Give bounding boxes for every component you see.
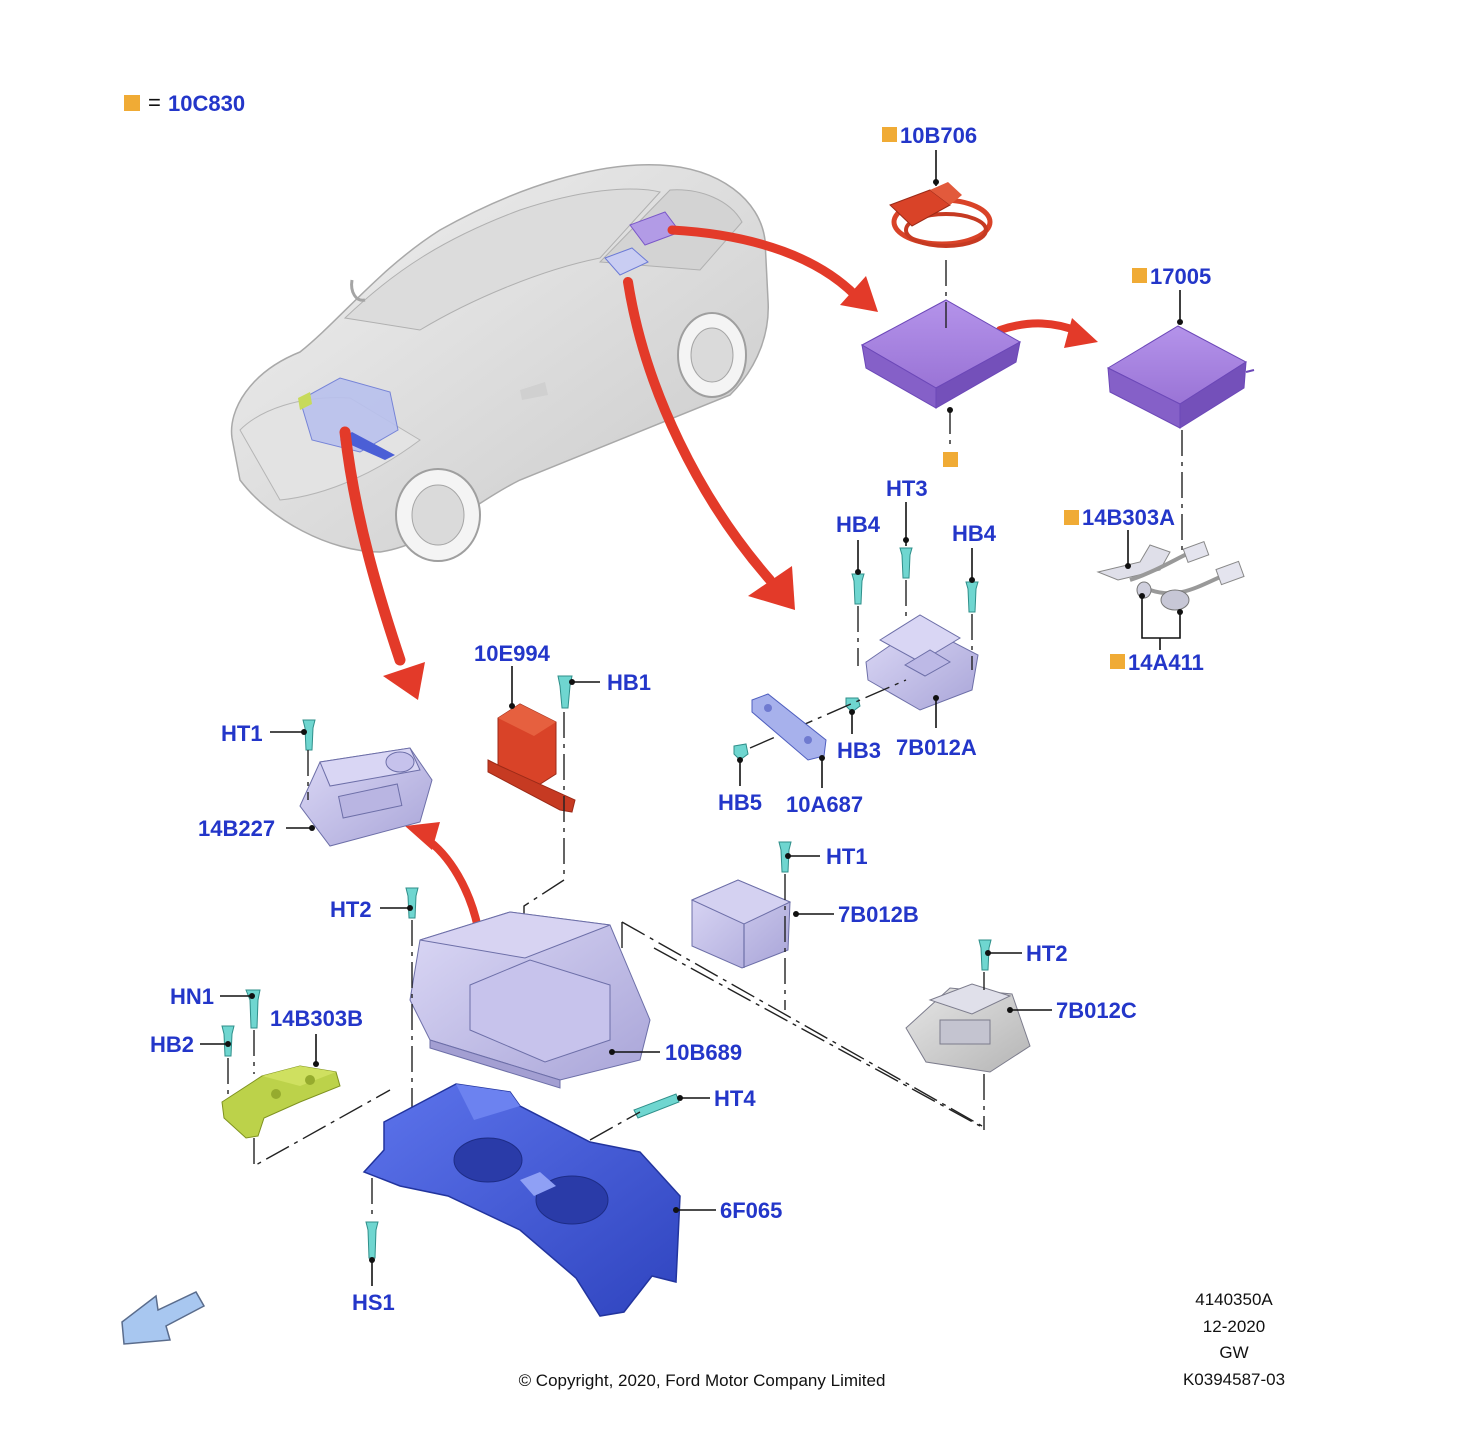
arrow-head-icon — [405, 822, 440, 850]
label-7b012a: 7B012A — [896, 735, 977, 760]
label-10a687: 10A687 — [786, 792, 863, 817]
bolt-icon — [733, 743, 749, 761]
arrow-to-7b012a — [623, 277, 775, 585]
key-square-icon — [882, 127, 897, 142]
bracket-10a687 — [751, 693, 827, 761]
module-14b227 — [299, 747, 433, 847]
label-6f065: 6F065 — [720, 1198, 782, 1223]
label-14b303b: 14B303B — [270, 1006, 363, 1031]
bolt-icon — [405, 887, 419, 919]
arrow-head-icon — [748, 566, 795, 610]
module-7b012b — [690, 879, 792, 969]
legend-equals: = — [148, 90, 161, 115]
ref-number: 4140350A — [1195, 1290, 1273, 1309]
arrow-head-icon — [1064, 318, 1098, 348]
copyright-notice: © Copyright, 2020, Ford Motor Company Li… — [519, 1371, 886, 1390]
vehicle-body-icon — [230, 163, 769, 562]
label-7b012b: 7B012B — [838, 902, 919, 927]
bolt-icon — [245, 989, 261, 1029]
bolt-icon — [978, 939, 992, 971]
bolt-icon — [899, 547, 913, 579]
label-hb4-left: HB4 — [836, 512, 881, 537]
label-ht2-right: HT2 — [1026, 941, 1068, 966]
label-10e994: 10E994 — [474, 641, 551, 666]
bolt-icon — [557, 675, 573, 709]
label-hb5: HB5 — [718, 790, 762, 815]
revision-date: 12-2020 — [1203, 1317, 1265, 1336]
module-7b012a — [865, 614, 979, 711]
subframe-6f065 — [362, 1083, 681, 1317]
module-10b689 — [409, 911, 651, 1089]
label-14b227: 14B227 — [198, 816, 275, 841]
label-14a411: 14A411 — [1128, 650, 1204, 675]
label-ht3: HT3 — [886, 476, 928, 501]
legend: = 10C830 — [124, 90, 245, 116]
key-square-icon — [943, 452, 958, 467]
legend-code: 10C830 — [168, 91, 245, 116]
harness-10b706 — [889, 182, 993, 248]
author-initials: GW — [1219, 1343, 1248, 1362]
label-hs1: HS1 — [352, 1290, 395, 1315]
arrow-head-icon — [383, 662, 425, 700]
module-purple-installed — [860, 299, 1022, 409]
label-ht1-right: HT1 — [826, 844, 868, 869]
bolt-icon — [851, 573, 865, 605]
front-direction-arrow-icon — [121, 1291, 206, 1345]
arrow-to-10b706 — [667, 225, 860, 300]
stud-icon — [633, 1093, 680, 1119]
key-square-icon — [1064, 510, 1079, 525]
label-hb1: HB1 — [607, 670, 651, 695]
label-hn1: HN1 — [170, 984, 214, 1009]
label-hb3: HB3 — [837, 738, 881, 763]
label-7b012c: 7B012C — [1056, 998, 1137, 1023]
module-10e994 — [487, 703, 576, 813]
bolt-icon — [365, 1221, 379, 1259]
module-7b012c — [905, 983, 1031, 1073]
label-ht1-left: HT1 — [221, 721, 263, 746]
label-14b303a: 14B303A — [1082, 505, 1175, 530]
label-ht4: HT4 — [714, 1086, 756, 1111]
label-17005: 17005 — [1150, 264, 1211, 289]
key-square-icon — [1132, 268, 1147, 283]
callout-arrows — [339, 225, 1098, 932]
bracket-14b303b — [221, 1065, 341, 1139]
arrow-head-icon — [840, 276, 878, 312]
harness-14b303a — [1096, 541, 1245, 611]
bolt-icon — [778, 841, 792, 873]
key-square-icon — [124, 95, 140, 111]
arrow-to-front-module — [339, 426, 406, 666]
label-hb2: HB2 — [150, 1032, 194, 1057]
bolt-icon — [965, 581, 979, 613]
label-10b689: 10B689 — [665, 1040, 742, 1065]
arrow-to-14b227 — [421, 834, 482, 932]
key-square-icon — [1110, 654, 1125, 669]
label-10b706: 10B706 — [900, 123, 977, 148]
info-block: 4140350A 12-2020 GW K0394587-03 © Copyri… — [519, 1290, 1285, 1390]
label-hb4-right: HB4 — [952, 521, 997, 546]
label-ht2-left: HT2 — [330, 897, 372, 922]
bolt-icon — [302, 719, 316, 751]
document-id: K0394587-03 — [1183, 1370, 1285, 1389]
module-17005 — [1106, 325, 1255, 429]
